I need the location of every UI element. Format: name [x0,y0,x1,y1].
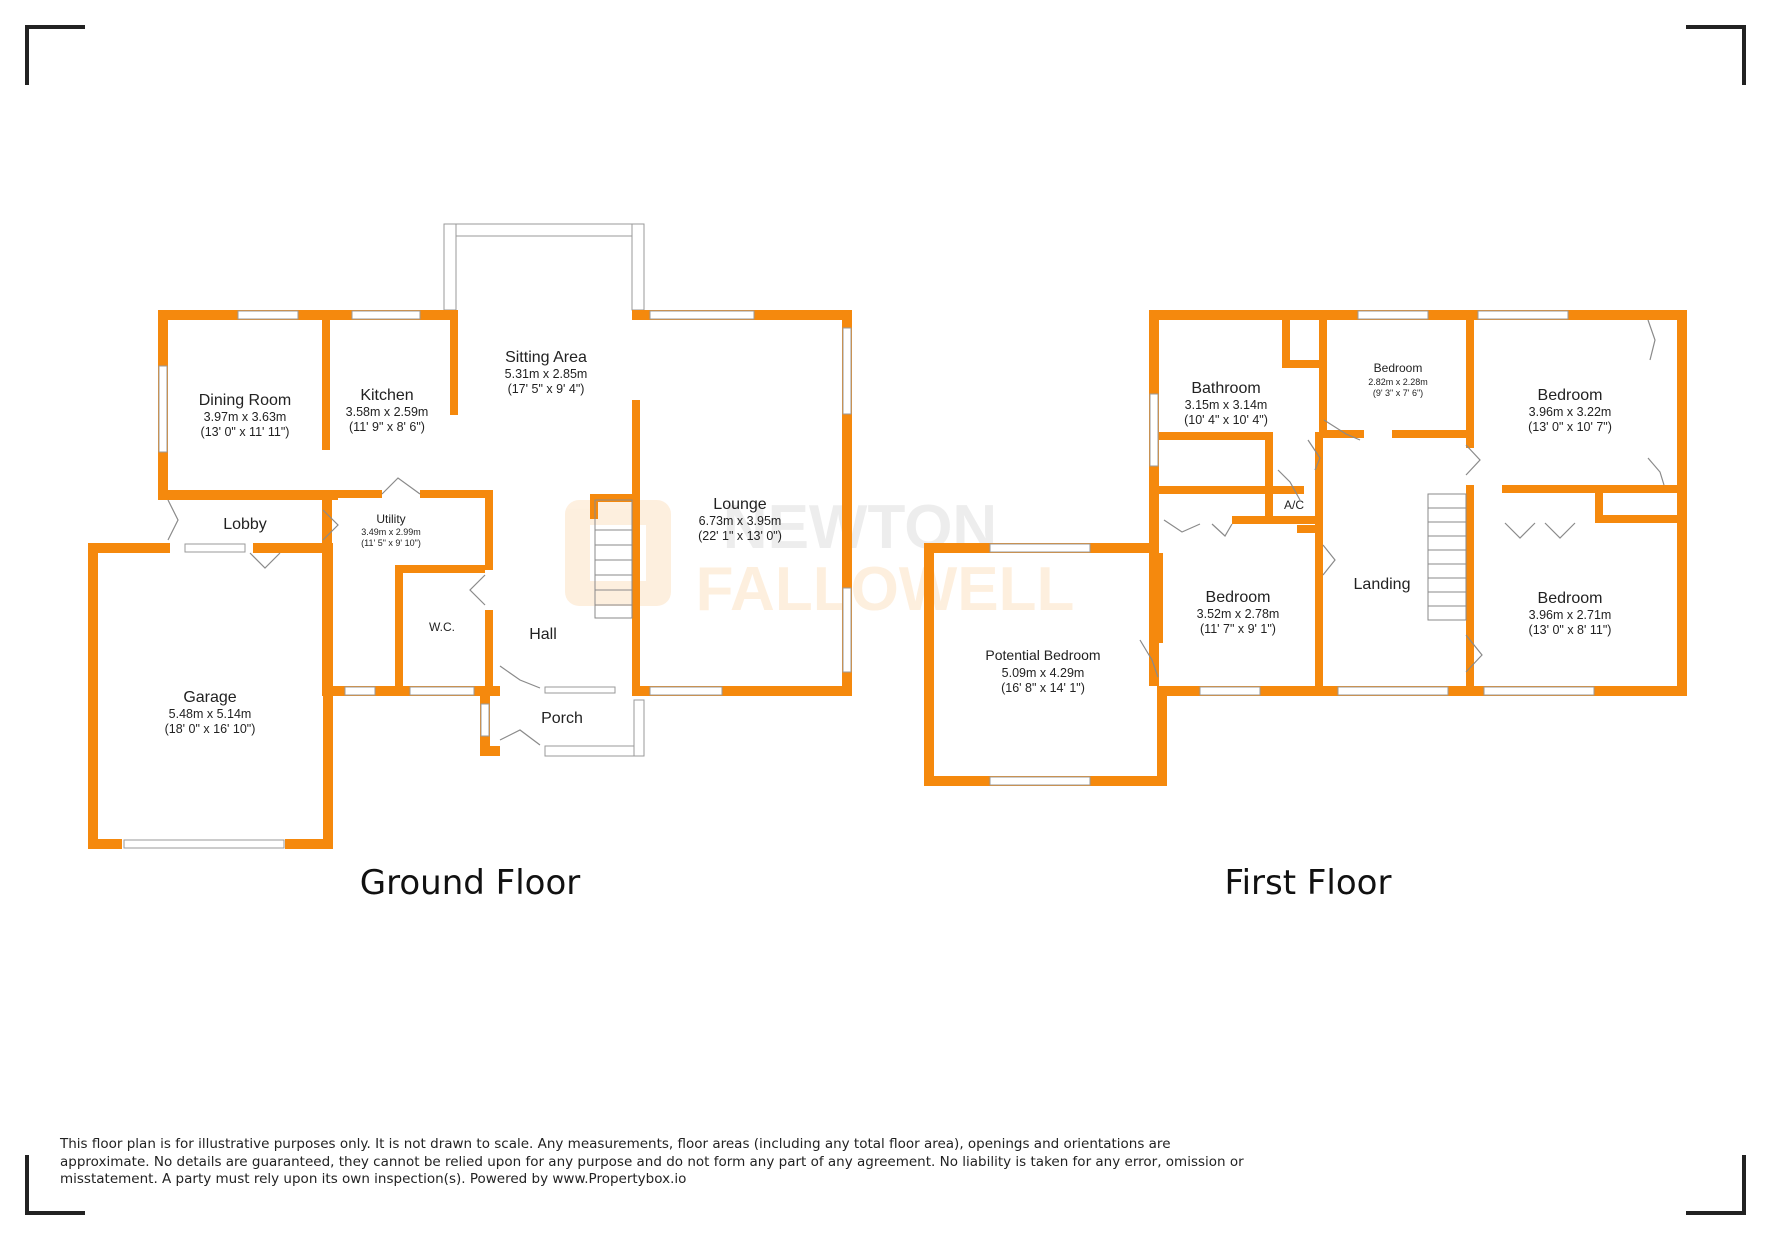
first-floor-title: First Floor [1225,863,1392,903]
small-bedroom-label: Bedroom [1374,361,1423,375]
lounge-label: Lounge [713,496,766,513]
utility-label: Utility [376,512,405,526]
bedroom-se-label: Bedroom [1538,590,1603,607]
sitting-area-label: Sitting Area [505,349,587,366]
kitchen-imperial: (11' 9" x 8' 6") [349,420,425,434]
small-bedroom-metric: 2.82m x 2.28m [1368,377,1428,387]
sitting-area-imperial: (17' 5" x 9' 4") [508,382,585,396]
lobby-label: Lobby [223,516,267,533]
lounge-metric: 6.73m x 3.95m [699,514,782,528]
first-floor-plan: Bathroom 3.15m x 3.14m (10' 4" x 10' 4")… [924,310,1687,903]
garage-label: Garage [183,689,236,706]
bedroom-se-imperial: (13' 0" x 8' 11") [1529,623,1612,637]
utility-metric: 3.49m x 2.99m [361,527,421,537]
bedroom-ne-imperial: (13' 0" x 10' 7") [1528,420,1612,434]
bathroom-imperial: (10' 4" x 10' 4") [1184,413,1268,427]
utility-imperial: (11' 5" x 9' 10") [361,538,421,548]
wc-label: W.C. [429,620,455,634]
watermark: NEWTON FALLOWELL [565,493,1074,624]
potential-bedroom-imperial: (16' 8" x 14' 1") [1001,681,1085,695]
kitchen-metric: 3.58m x 2.59m [346,405,429,419]
bathroom-metric: 3.15m x 3.14m [1185,398,1268,412]
ground-floor-title: Ground Floor [360,863,580,903]
bedroom-mid-label: Bedroom [1206,589,1271,606]
potential-bedroom-metric: 5.09m x 4.29m [1002,666,1085,680]
bedroom-ne-metric: 3.96m x 3.22m [1529,405,1612,419]
landing-label: Landing [1354,576,1411,593]
ac-label: A/C [1284,498,1304,512]
watermark-line2: FALLOWELL [696,555,1075,624]
bedroom-mid-metric: 3.52m x 2.78m [1197,607,1280,621]
hall-label: Hall [529,626,557,643]
porch-label: Porch [541,710,583,727]
kitchen-label: Kitchen [360,387,413,404]
garage-imperial: (18' 0" x 16' 10") [165,722,256,736]
bedroom-se-metric: 3.96m x 2.71m [1529,608,1612,622]
garage-metric: 5.48m x 5.14m [169,707,252,721]
corner-marks [25,25,1746,1215]
bedroom-ne-label: Bedroom [1538,387,1603,404]
lounge-imperial: (22' 1" x 13' 0") [698,529,782,543]
dining-room-label: Dining Room [199,392,291,409]
small-bedroom-imperial: (9' 3" x 7' 6") [1373,388,1423,398]
dining-room-imperial: (13' 0" x 11' 11") [201,425,290,439]
bedroom-mid-imperial: (11' 7" x 9' 1") [1200,622,1276,636]
sitting-area-metric: 5.31m x 2.85m [505,367,588,381]
ground-floor-plan: Dining Room 3.97m x 3.63m (13' 0" x 11' … [88,223,852,903]
disclaimer-text: This floor plan is for illustrative purp… [60,1136,1244,1187]
dining-room-metric: 3.97m x 3.63m [204,410,287,424]
bathroom-label: Bathroom [1191,380,1260,397]
potential-bedroom-label: Potential Bedroom [985,647,1100,663]
